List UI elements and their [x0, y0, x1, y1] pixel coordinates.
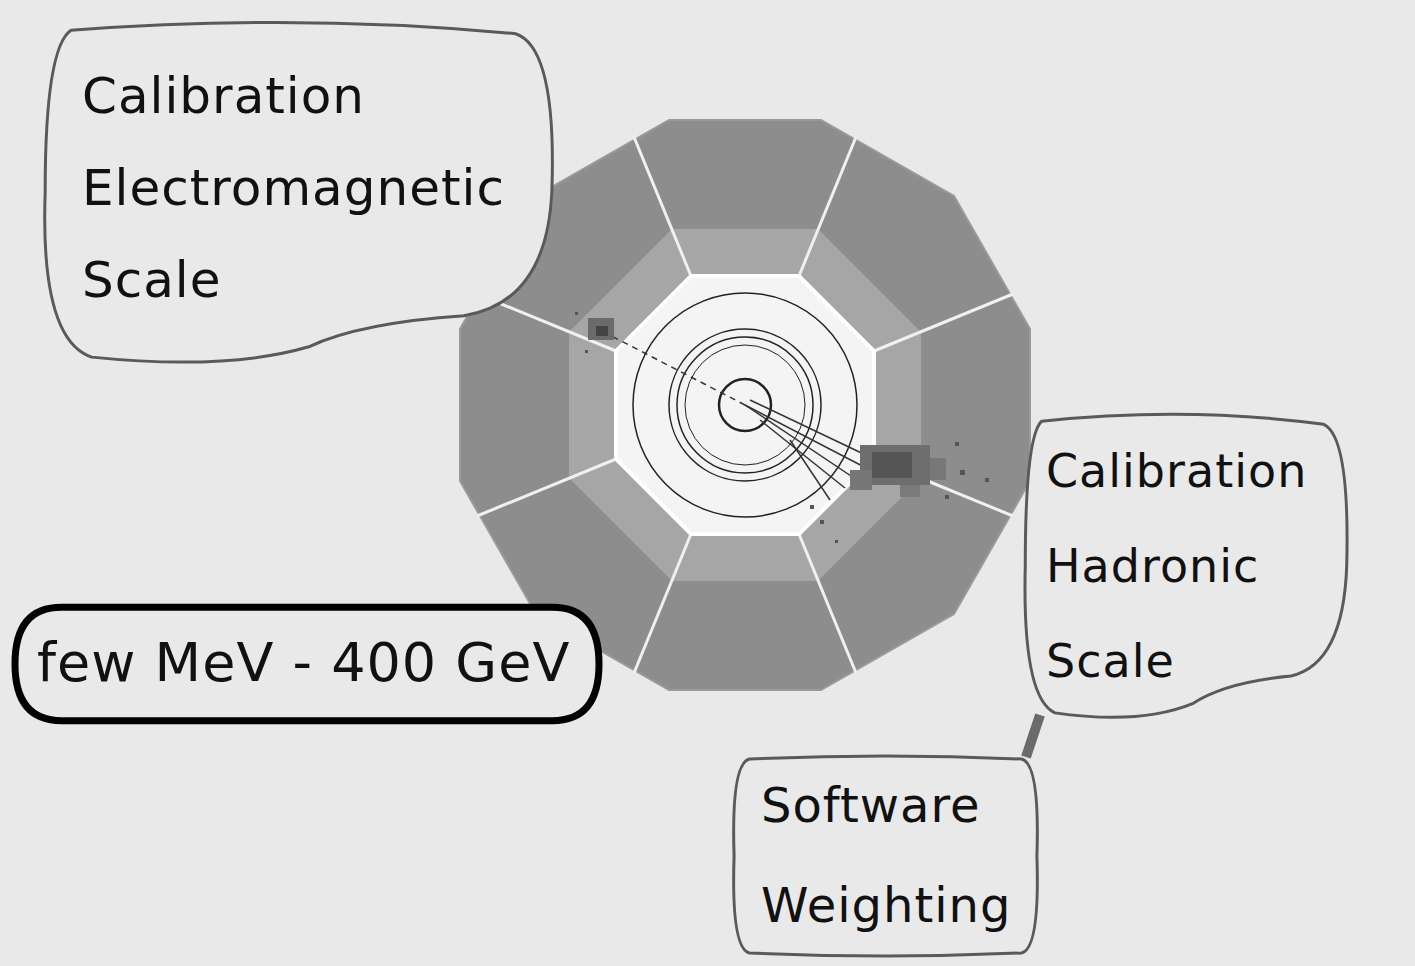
energy-range-box: few MeV - 400 GeV — [15, 605, 599, 723]
callout-text: Calibration Electromagnetic Scale — [82, 50, 505, 326]
em-calorimeter — [569, 229, 921, 581]
callout-text: Calibration Hadronic Scale — [1046, 424, 1307, 709]
callout-box: Software Weighting — [731, 755, 1040, 957]
module-dividers — [477, 137, 1013, 673]
callout-text: few MeV - 400 GeV — [37, 623, 570, 703]
tracks — [600, 330, 872, 500]
link-connector — [1026, 715, 1040, 757]
callout-text: Software Weighting — [761, 755, 1011, 955]
energy-deposits — [575, 312, 989, 543]
callout-cloud: Calibration Electromagnetic Scale — [40, 20, 557, 364]
callout-cloud: Calibration Hadronic Scale — [1022, 412, 1350, 719]
